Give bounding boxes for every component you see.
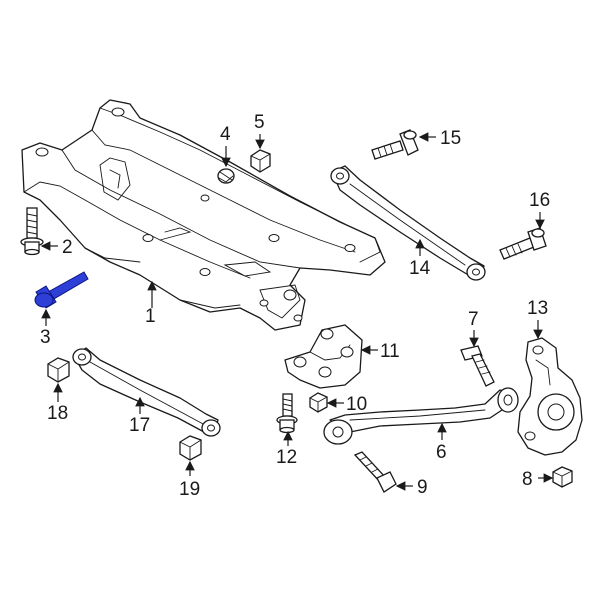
callout-label-4: 4	[220, 124, 231, 145]
nut-8-part[interactable]	[552, 466, 573, 488]
callout-label-14: 14	[409, 258, 431, 279]
callout-label-7: 7	[468, 309, 479, 330]
callout-9: 9	[395, 477, 428, 498]
bolt-16-part[interactable]	[499, 227, 547, 260]
bolt-3-highlighted-part[interactable]	[34, 271, 89, 309]
callout-13: 13	[527, 298, 548, 340]
bolt-12-part[interactable]	[276, 393, 298, 434]
callout-12: 12	[276, 430, 297, 468]
callout-label-13: 13	[527, 298, 548, 319]
callout-4: 4	[220, 124, 231, 168]
callout-label-2: 2	[62, 237, 73, 258]
callout-8: 8	[522, 469, 554, 490]
link-14-part[interactable]	[330, 165, 486, 281]
link-17-part[interactable]	[72, 347, 221, 437]
callout-label-15: 15	[440, 128, 461, 149]
bolt-2-part[interactable]	[20, 207, 44, 256]
callout-18: 18	[47, 382, 68, 424]
nut-10-part[interactable]	[309, 392, 328, 413]
nut-5-part[interactable]	[250, 149, 271, 173]
callout-17: 17	[129, 396, 150, 436]
callout-label-8: 8	[522, 469, 533, 490]
callout-1: 1	[145, 280, 157, 327]
knuckle-13-part[interactable]	[517, 337, 583, 456]
callout-label-9: 9	[417, 477, 428, 498]
callout-label-12: 12	[276, 447, 297, 468]
bolt-7-part[interactable]	[460, 345, 495, 387]
callout-7: 7	[468, 309, 479, 348]
callout-15: 15	[418, 128, 461, 149]
callout-label-10: 10	[346, 394, 367, 415]
callout-label-17: 17	[129, 415, 150, 436]
callout-5: 5	[254, 112, 265, 150]
nut-19-part[interactable]	[179, 435, 202, 461]
callout-label-11: 11	[380, 341, 400, 362]
bolt-9-part[interactable]	[353, 451, 397, 493]
callout-label-6: 6	[436, 442, 447, 463]
callout-6: 6	[436, 422, 447, 463]
bracket-11-part[interactable]	[284, 324, 363, 389]
callout-16: 16	[529, 190, 550, 230]
callout-label-3: 3	[40, 327, 51, 348]
crossmember-part[interactable]	[21, 99, 386, 331]
callout-label-1: 1	[145, 306, 156, 327]
callout-19: 19	[179, 460, 200, 500]
callout-label-18: 18	[47, 403, 68, 424]
callout-10: 10	[326, 394, 367, 415]
callout-14: 14	[409, 238, 431, 279]
callout-2: 2	[40, 237, 73, 258]
callout-label-5: 5	[254, 112, 265, 133]
callout-label-16: 16	[529, 190, 550, 211]
bolt-15-part[interactable]	[371, 129, 419, 160]
clip-4-part[interactable]	[217, 168, 235, 184]
control-arm-6-part[interactable]	[323, 387, 519, 445]
nut-18-part[interactable]	[47, 357, 70, 383]
callout-11: 11	[360, 341, 400, 362]
callout-3: 3	[40, 308, 51, 348]
callout-label-19: 19	[179, 479, 200, 500]
